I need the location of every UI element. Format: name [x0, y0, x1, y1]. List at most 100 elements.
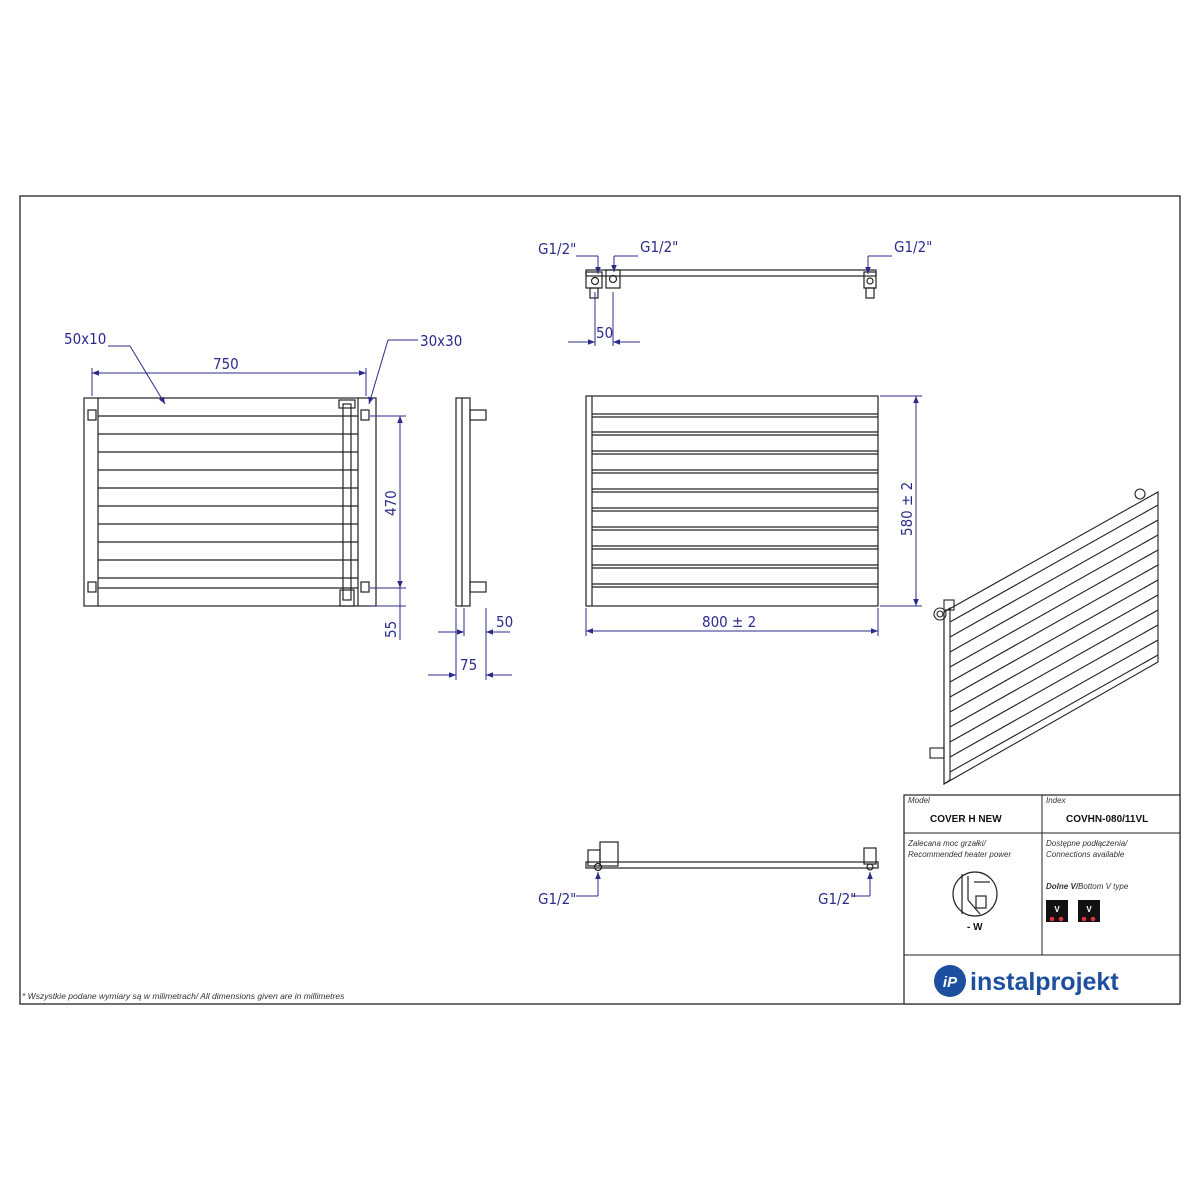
connection-option-1[interactable]: V	[1046, 900, 1068, 922]
label-depth-50: 50	[496, 613, 513, 631]
top-view-stub-right	[865, 287, 875, 299]
top-view	[585, 269, 877, 299]
front-view-outline	[83, 397, 377, 607]
isometric-tube-line	[949, 549, 1159, 668]
isometric-side-face	[943, 606, 951, 786]
bottom-view-port-right	[866, 863, 874, 871]
brand-name: instalprojekt	[970, 968, 1119, 996]
front-view-heater-cap-top	[338, 399, 356, 409]
isometric-stub-bottom	[929, 747, 945, 759]
label-tube-size: 50x10	[64, 330, 106, 348]
label-connection-g-bottom-left: G1/2"	[538, 890, 576, 908]
front-view-dimensions	[91, 339, 418, 640]
index-label: Index	[1046, 796, 1067, 805]
connections-label-en: Connections available	[1046, 850, 1125, 859]
connection-dot-icon	[1058, 916, 1064, 922]
front-view-bracket-br	[360, 581, 370, 593]
isometric-tube-line	[949, 624, 1159, 743]
connections-label-pl: Dostępne podłączenia/	[1046, 839, 1128, 848]
label-bottom-55: 55	[382, 621, 400, 638]
top-view-dimensions	[568, 255, 892, 346]
isometric-outline	[943, 491, 1159, 785]
isometric-port-right	[1134, 488, 1146, 500]
connection-type-en: Bottom V type	[1078, 882, 1129, 891]
front-view-tubes	[98, 415, 358, 589]
isometric-tube-line	[949, 504, 1159, 623]
side-view-body	[455, 397, 471, 607]
front-view-bracket-tl	[87, 409, 97, 421]
front-view-bracket-bl	[87, 581, 97, 593]
footnote: * Wszystkie podane wymiary są w milimetr…	[22, 991, 345, 1001]
bottom-view-valve-left	[587, 849, 601, 867]
front-view-heater-pipe	[342, 403, 352, 601]
isometric-tube-line	[949, 519, 1159, 638]
side-view	[455, 397, 487, 607]
connection-badge-label: V	[1054, 905, 1060, 914]
label-spacing-50: 50	[596, 324, 613, 342]
bottom-view-body	[585, 861, 879, 869]
connection-badge-bg	[1046, 900, 1068, 922]
connection-option-2[interactable]: V	[1078, 900, 1100, 922]
isometric-tube-line	[949, 579, 1159, 698]
top-view-port-mid	[608, 274, 618, 284]
isometric-view	[929, 488, 1159, 786]
heater-label-en: Recommended heater power	[908, 850, 1012, 859]
top-view-stub-left	[589, 287, 599, 299]
index-value: COVHN-080/11VL	[1066, 814, 1148, 825]
label-connection-g-mid: G1/2"	[640, 238, 678, 256]
connection-type-pl: Dolne V/	[1046, 882, 1079, 891]
connection-dot-icon	[1090, 916, 1096, 922]
label-connection-g-right: G1/2"	[894, 238, 932, 256]
rear-view-outline	[585, 395, 879, 607]
front-view-heater-cap-bottom	[339, 589, 355, 607]
leader-line-30x30	[368, 339, 389, 405]
top-view-valve-mid	[605, 269, 621, 289]
connection-type-line: Dolne V/Bottom V type	[1046, 882, 1129, 891]
isometric-tube-line	[949, 534, 1159, 653]
drawing-frame	[19, 195, 1181, 1005]
isometric-tube-line	[949, 609, 1159, 728]
connection-badge-label: V	[1086, 905, 1092, 914]
brand-logo-mark-icon	[934, 965, 966, 997]
heater-label-pl: Zalecana moc grzałki/	[907, 839, 987, 848]
label-height-580: 580 ± 2	[898, 482, 916, 536]
connection-dot-icon	[1081, 916, 1087, 922]
side-view-bracket-top	[469, 409, 487, 421]
label-width-750: 750	[213, 355, 239, 373]
model-value: COVER H NEW	[930, 814, 1002, 825]
label-height-470: 470	[382, 490, 400, 516]
isometric-tube-line	[949, 654, 1159, 773]
label-connection-g-bottom-right: G1/2"	[818, 890, 856, 908]
isometric-tubes	[949, 504, 1159, 773]
rear-view	[585, 395, 879, 607]
title-block: Model COVER H NEW Index COVHN-080/11VL Z…	[903, 794, 1181, 1005]
bottom-view-port-left	[593, 862, 603, 872]
label-connection-g-left: G1/2"	[538, 240, 576, 258]
isometric-tube-line	[949, 639, 1159, 758]
heater-value: - W	[967, 922, 983, 933]
brand-logo: iP instalprojekt	[934, 965, 1119, 997]
bottom-view-dimensions	[576, 872, 873, 897]
label-width-800: 800 ± 2	[702, 613, 756, 631]
side-view-bracket-bottom	[469, 581, 487, 593]
label-depth-75: 75	[460, 656, 477, 674]
connection-badge-bg	[1078, 900, 1100, 922]
footnote-en: All dimensions given are in millimetres	[198, 991, 345, 1001]
heater-icon	[952, 871, 998, 917]
rear-view-tubes	[592, 413, 878, 588]
model-label: Model	[908, 796, 930, 805]
top-view-port-right	[866, 277, 874, 285]
top-view-valve-left	[585, 271, 603, 289]
footnote-pl: * Wszystkie podane wymiary są w milimetr…	[22, 991, 200, 1001]
leader-line-50x10	[129, 345, 166, 405]
connection-dot-icon	[1049, 916, 1055, 922]
top-view-valve-right	[863, 271, 877, 289]
top-view-port-left	[590, 276, 600, 286]
top-view-body	[585, 269, 877, 277]
bottom-view	[585, 841, 879, 872]
brand-logo-mark-text: iP	[943, 974, 958, 991]
rear-view-dimensions	[585, 395, 922, 636]
label-collector-size: 30x30	[420, 332, 462, 350]
side-view-dimensions	[428, 608, 512, 680]
